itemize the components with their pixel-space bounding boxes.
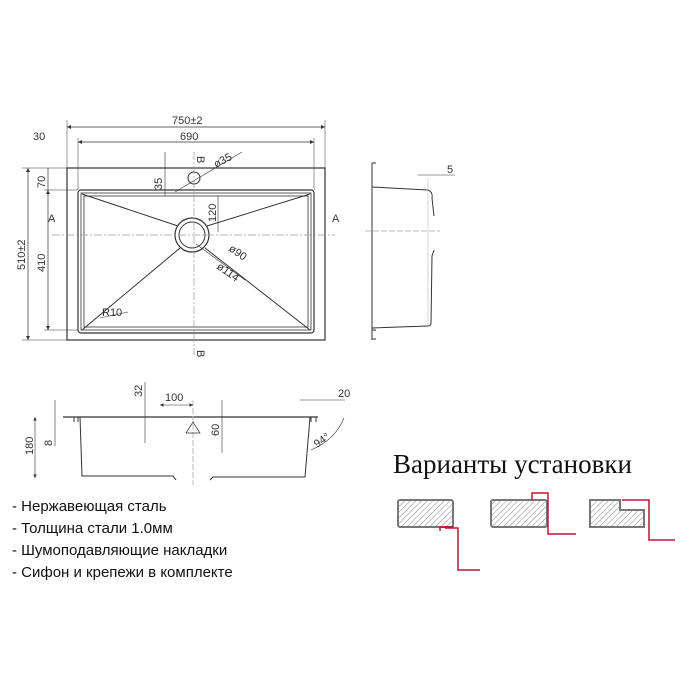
dim-flange-back: 70 bbox=[36, 176, 48, 188]
dim-drain-inner: ø90 bbox=[226, 243, 248, 264]
feature-item: - Толщина стали 1.0мм bbox=[12, 520, 173, 537]
dim-bowl-depth: 410 bbox=[36, 254, 48, 272]
dim-wall-angle: 94° bbox=[312, 431, 333, 450]
section-a-left: A bbox=[48, 213, 56, 225]
dim-flange-thickness: 8 bbox=[43, 440, 55, 446]
dim-overall-width: 750±2 bbox=[172, 115, 203, 127]
section-a-right: A bbox=[332, 213, 340, 225]
install-option-overmount bbox=[397, 499, 480, 571]
dim-drain-height: 60 bbox=[210, 424, 222, 436]
dim-tap-offset: 35 bbox=[153, 178, 165, 190]
bowl-outline bbox=[77, 189, 315, 334]
install-option-undermount bbox=[589, 499, 675, 541]
install-option-flush-mount bbox=[490, 492, 576, 535]
feature-item: - Шумоподавляющие накладки bbox=[12, 542, 228, 559]
dim-corner-radius: R10 bbox=[102, 307, 122, 319]
sink-outline bbox=[66, 167, 326, 341]
feature-item: - Нержавеющая сталь bbox=[12, 498, 167, 515]
top-view bbox=[22, 120, 335, 355]
dim-overall-depth: 510±2 bbox=[16, 239, 28, 270]
section-b-top: B bbox=[194, 156, 206, 163]
dim-rim: 20 bbox=[338, 388, 350, 400]
features-list: - Нержавеющая сталь - Толщина стали 1.0м… bbox=[12, 496, 233, 584]
dim-drain-offset: 120 bbox=[207, 204, 219, 222]
side-view bbox=[365, 162, 455, 340]
dim-side-lip: 5 bbox=[447, 164, 453, 176]
installation-title: Варианты установки bbox=[393, 449, 632, 479]
dim-drain-outer: ø114 bbox=[214, 261, 241, 285]
section-b-bottom: B bbox=[194, 350, 206, 357]
feature-item: - Сифон и крепежи в комплекте bbox=[12, 564, 233, 581]
dim-height: 180 bbox=[24, 437, 36, 455]
section-view bbox=[33, 382, 345, 485]
dim-flange-side: 30 bbox=[33, 131, 45, 143]
dim-overflow-offset: 100 bbox=[165, 392, 183, 404]
dim-overflow-height: 32 bbox=[133, 385, 145, 397]
top-view-dimensions: 750±2 690 30 510±2 410 70 35 ø35 120 ø90… bbox=[16, 115, 340, 357]
section-view-dimensions: 180 8 32 100 60 20 94° bbox=[24, 385, 350, 455]
dim-inner-width: 690 bbox=[180, 131, 198, 143]
